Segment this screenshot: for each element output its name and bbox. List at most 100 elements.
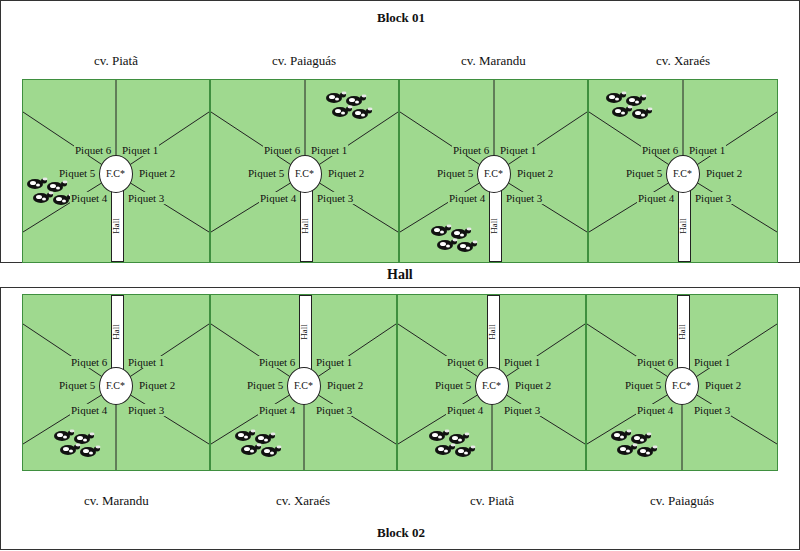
cow-patch — [438, 447, 444, 451]
cow-patch — [460, 233, 464, 236]
piquet-label: Piquet 5 — [58, 167, 96, 179]
cow-icon — [617, 444, 638, 455]
piquet-label: Piquet 2 — [326, 379, 364, 391]
cultivar-label: cv. Marandu — [84, 494, 149, 508]
piquet-label: Piquet 1 — [503, 356, 541, 368]
cow-patch — [615, 109, 621, 113]
cow-patch — [454, 231, 460, 235]
cow-icon — [435, 444, 456, 455]
cow-patch — [83, 449, 89, 453]
piquet-label: Piquet 6 — [446, 356, 484, 368]
cow-head — [640, 96, 646, 101]
paddock: cv. MaranduPiquet 1Piquet 2Piquet 3Pique… — [22, 294, 210, 471]
feeding-center: F.C* — [99, 155, 133, 193]
paddock: cv. PiatãPiquet 1Piquet 2Piquet 3Piquet … — [22, 79, 210, 263]
cow-head — [94, 447, 100, 452]
cow-icon — [455, 446, 476, 457]
cow-horn — [70, 430, 75, 433]
feeding-center: F.C* — [665, 367, 699, 405]
cow-patch — [621, 111, 625, 114]
cow-patch — [89, 451, 93, 454]
piquet-label: Piquet 3 — [315, 404, 353, 416]
piquet-label: Piquet 2 — [705, 167, 743, 179]
cow-horn — [49, 192, 54, 195]
cow-patch — [432, 433, 438, 437]
cow-icon — [352, 108, 373, 119]
cow-patch — [250, 449, 254, 452]
cow-patch — [640, 449, 646, 453]
cow-patch — [464, 451, 468, 454]
feeding-center: F.C* — [475, 367, 509, 405]
piquet-label: Piquet 1 — [688, 144, 726, 156]
cow-body — [54, 431, 70, 441]
cow-patch — [635, 111, 641, 115]
piquet-label: Piquet 5 — [436, 167, 474, 179]
feeding-center: F.C* — [99, 367, 133, 405]
feeding-center-label: F.C* — [482, 380, 501, 391]
feeding-center-label: F.C* — [295, 168, 314, 179]
piquet-label: Piquet 6 — [263, 144, 301, 156]
cow-head — [360, 96, 366, 101]
cultivar-label: cv. Paiaguás — [650, 494, 714, 508]
cow-horn — [277, 446, 282, 449]
cow-horn — [648, 108, 653, 111]
cow-patch — [57, 433, 63, 437]
cow-icon — [449, 433, 470, 444]
cow-body — [632, 109, 648, 119]
piquet-label: Piquet 5 — [624, 379, 662, 391]
cow-body — [60, 445, 76, 455]
cow-body — [637, 447, 653, 457]
piquet-label: Piquet 2 — [138, 167, 176, 179]
cow-patch — [620, 435, 624, 438]
cow-icon — [632, 108, 653, 119]
piquet-label: Piquet 3 — [316, 192, 354, 204]
hall-corridor: Hall — [111, 190, 124, 262]
hall-corridor: Hall — [677, 295, 690, 370]
cow-body — [47, 182, 63, 192]
cow-head — [449, 445, 455, 450]
cow-patch — [355, 100, 359, 103]
hall-label: Hall — [387, 267, 413, 282]
piquet-label: Piquet 4 — [446, 404, 484, 416]
cow-head — [68, 431, 74, 436]
feeding-center-label: F.C* — [673, 168, 692, 179]
piquet-label: Piquet 3 — [127, 192, 165, 204]
cow-icon — [626, 95, 647, 106]
cow-patch — [458, 438, 462, 441]
cow-icon — [60, 444, 81, 455]
cow-head — [275, 447, 281, 452]
cow-patch — [238, 433, 244, 437]
cow-icon — [235, 430, 256, 441]
cow-patch — [452, 436, 458, 440]
cow-icon — [457, 241, 478, 252]
cow-body — [326, 93, 342, 103]
cow-horn — [251, 430, 256, 433]
cultivar-label: cv. Paiaguás — [272, 54, 336, 68]
feeding-center: F.C* — [288, 155, 322, 193]
cow-patch — [440, 230, 444, 233]
piquet-label: Piquet 6 — [74, 144, 112, 156]
cow-icon — [326, 92, 347, 103]
cow-horn — [447, 225, 452, 228]
cow-body — [612, 107, 628, 117]
cow-body — [611, 431, 627, 441]
piquet-label: Piquet 1 — [310, 144, 348, 156]
feeding-center-label: F.C* — [106, 168, 125, 179]
cultivar-label: cv. Xaraés — [656, 54, 710, 68]
cow-patch — [635, 100, 639, 103]
cow-body — [455, 447, 471, 457]
cow-patch — [56, 197, 62, 201]
piquet-label: Piquet 2 — [138, 379, 176, 391]
hall-label: Hall — [112, 324, 122, 340]
cow-horn — [642, 95, 647, 98]
hall-label: Hall — [301, 218, 311, 234]
cow-head — [625, 431, 631, 436]
cow-head — [645, 434, 651, 439]
cow-body — [332, 107, 348, 117]
cow-patch — [36, 195, 42, 199]
cow-body — [449, 434, 465, 444]
feeding-center: F.C* — [287, 367, 321, 405]
cow-body — [451, 229, 467, 239]
cow-horn — [76, 444, 81, 447]
